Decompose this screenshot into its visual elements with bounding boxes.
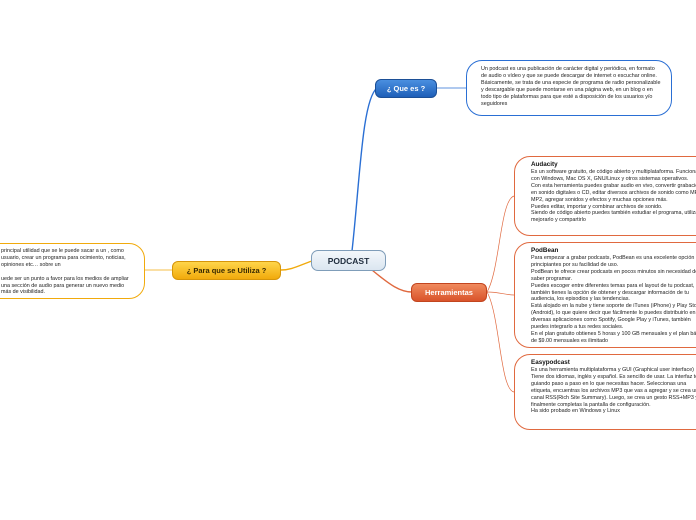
note-para-que[interactable]: principal utilidad que se le puede sacar… [0,243,145,299]
link-root-para-que [280,260,313,271]
note-para-que-text: principal utilidad que se le puede sacar… [1,248,129,296]
note-podbean[interactable]: PodBean Para empezar a grabar podcasts, … [514,242,696,348]
link-herr-audacity [486,195,515,293]
link-root-que-es [351,87,378,252]
note-que-es[interactable]: Un podcast es una publicación de carácte… [466,60,672,116]
note-audacity-title: Audacity [531,161,558,168]
topic-para-que-se-utiliza[interactable]: ¿ Para que se Utiliza ? [172,261,281,280]
note-easypodcast-title: Easypodcast [531,359,570,366]
root-node[interactable]: PODCAST [311,250,386,271]
topic-que-es[interactable]: ¿ Que es ? [375,79,437,98]
note-audacity-text: Es un software gratuito, de código abier… [531,169,696,224]
note-easypodcast-text: Es una herramienta multiplataforma y GUI… [531,367,696,415]
topic-herramientas[interactable]: Herramientas [411,283,487,302]
note-que-es-text: Un podcast es una publicación de carácte… [481,66,661,107]
link-root-herramientas [371,269,413,293]
link-herr-podbean [486,291,515,296]
link-herr-easypodcast [486,291,515,393]
note-podbean-text: Para empezar a grabar podcasts, PodBean … [531,255,696,344]
note-podbean-title: PodBean [531,247,559,254]
note-easypodcast[interactable]: Easypodcast Es una herramienta multiplat… [514,354,696,430]
note-audacity[interactable]: Audacity Es un software gratuito, de cód… [514,156,696,236]
